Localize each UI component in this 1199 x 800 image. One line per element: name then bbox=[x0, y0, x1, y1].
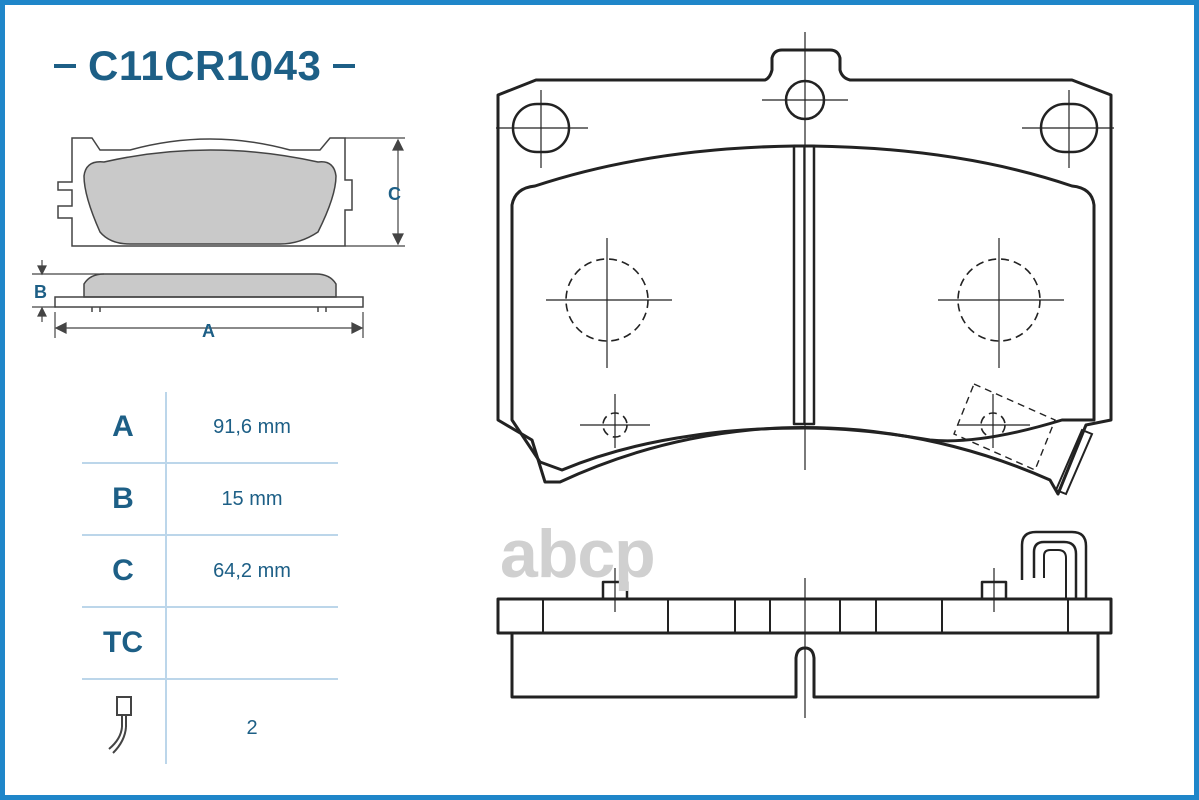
spec-row-tc: TC bbox=[82, 608, 338, 680]
side-center-lines bbox=[614, 568, 995, 718]
spec-value: 15 mm bbox=[221, 487, 283, 510]
dimension-a-label: A bbox=[202, 321, 215, 341]
spec-key: C bbox=[112, 554, 134, 587]
spec-value bbox=[166, 608, 338, 678]
title-dash-right bbox=[333, 64, 356, 68]
wear-indicator-clip bbox=[953, 383, 1094, 496]
spec-value: 64,2 mm bbox=[213, 559, 291, 582]
spec-table: A 91,6 mm B 15 mm C 64,2 mm TC 2 bbox=[82, 392, 338, 776]
dimension-c bbox=[345, 137, 405, 247]
spec-key: A bbox=[112, 410, 134, 443]
abcp-watermark: abcp bbox=[500, 516, 656, 592]
spec-key bbox=[82, 680, 164, 776]
spec-key: TC bbox=[103, 626, 143, 659]
small-pad-top-view bbox=[57, 137, 353, 247]
spec-table-divider bbox=[165, 392, 167, 764]
spec-row-c: C 64,2 mm bbox=[82, 536, 338, 608]
dimension-b-label: B bbox=[34, 282, 47, 302]
spec-row-b: B 15 mm bbox=[82, 464, 338, 536]
spec-row-a: A 91,6 mm bbox=[82, 392, 338, 464]
part-number-title: C11CR1043 bbox=[42, 38, 367, 94]
title-dash-left bbox=[54, 64, 76, 68]
spec-value: 91,6 mm bbox=[213, 415, 291, 438]
small-pad-side-view bbox=[54, 273, 364, 312]
dimension-a bbox=[54, 312, 364, 338]
part-number: C11CR1043 bbox=[88, 42, 322, 89]
dimension-c-label: C bbox=[388, 184, 401, 204]
spec-row-sensor: 2 bbox=[82, 680, 338, 776]
wear-sensor-icon bbox=[108, 696, 132, 754]
center-lines bbox=[496, 32, 1114, 470]
spec-value: 2 bbox=[246, 716, 258, 739]
dimension-b bbox=[32, 260, 104, 322]
brake-pad-front-view bbox=[496, 48, 1113, 496]
spec-key: B bbox=[112, 482, 134, 515]
dashed-circles bbox=[565, 258, 1041, 438]
